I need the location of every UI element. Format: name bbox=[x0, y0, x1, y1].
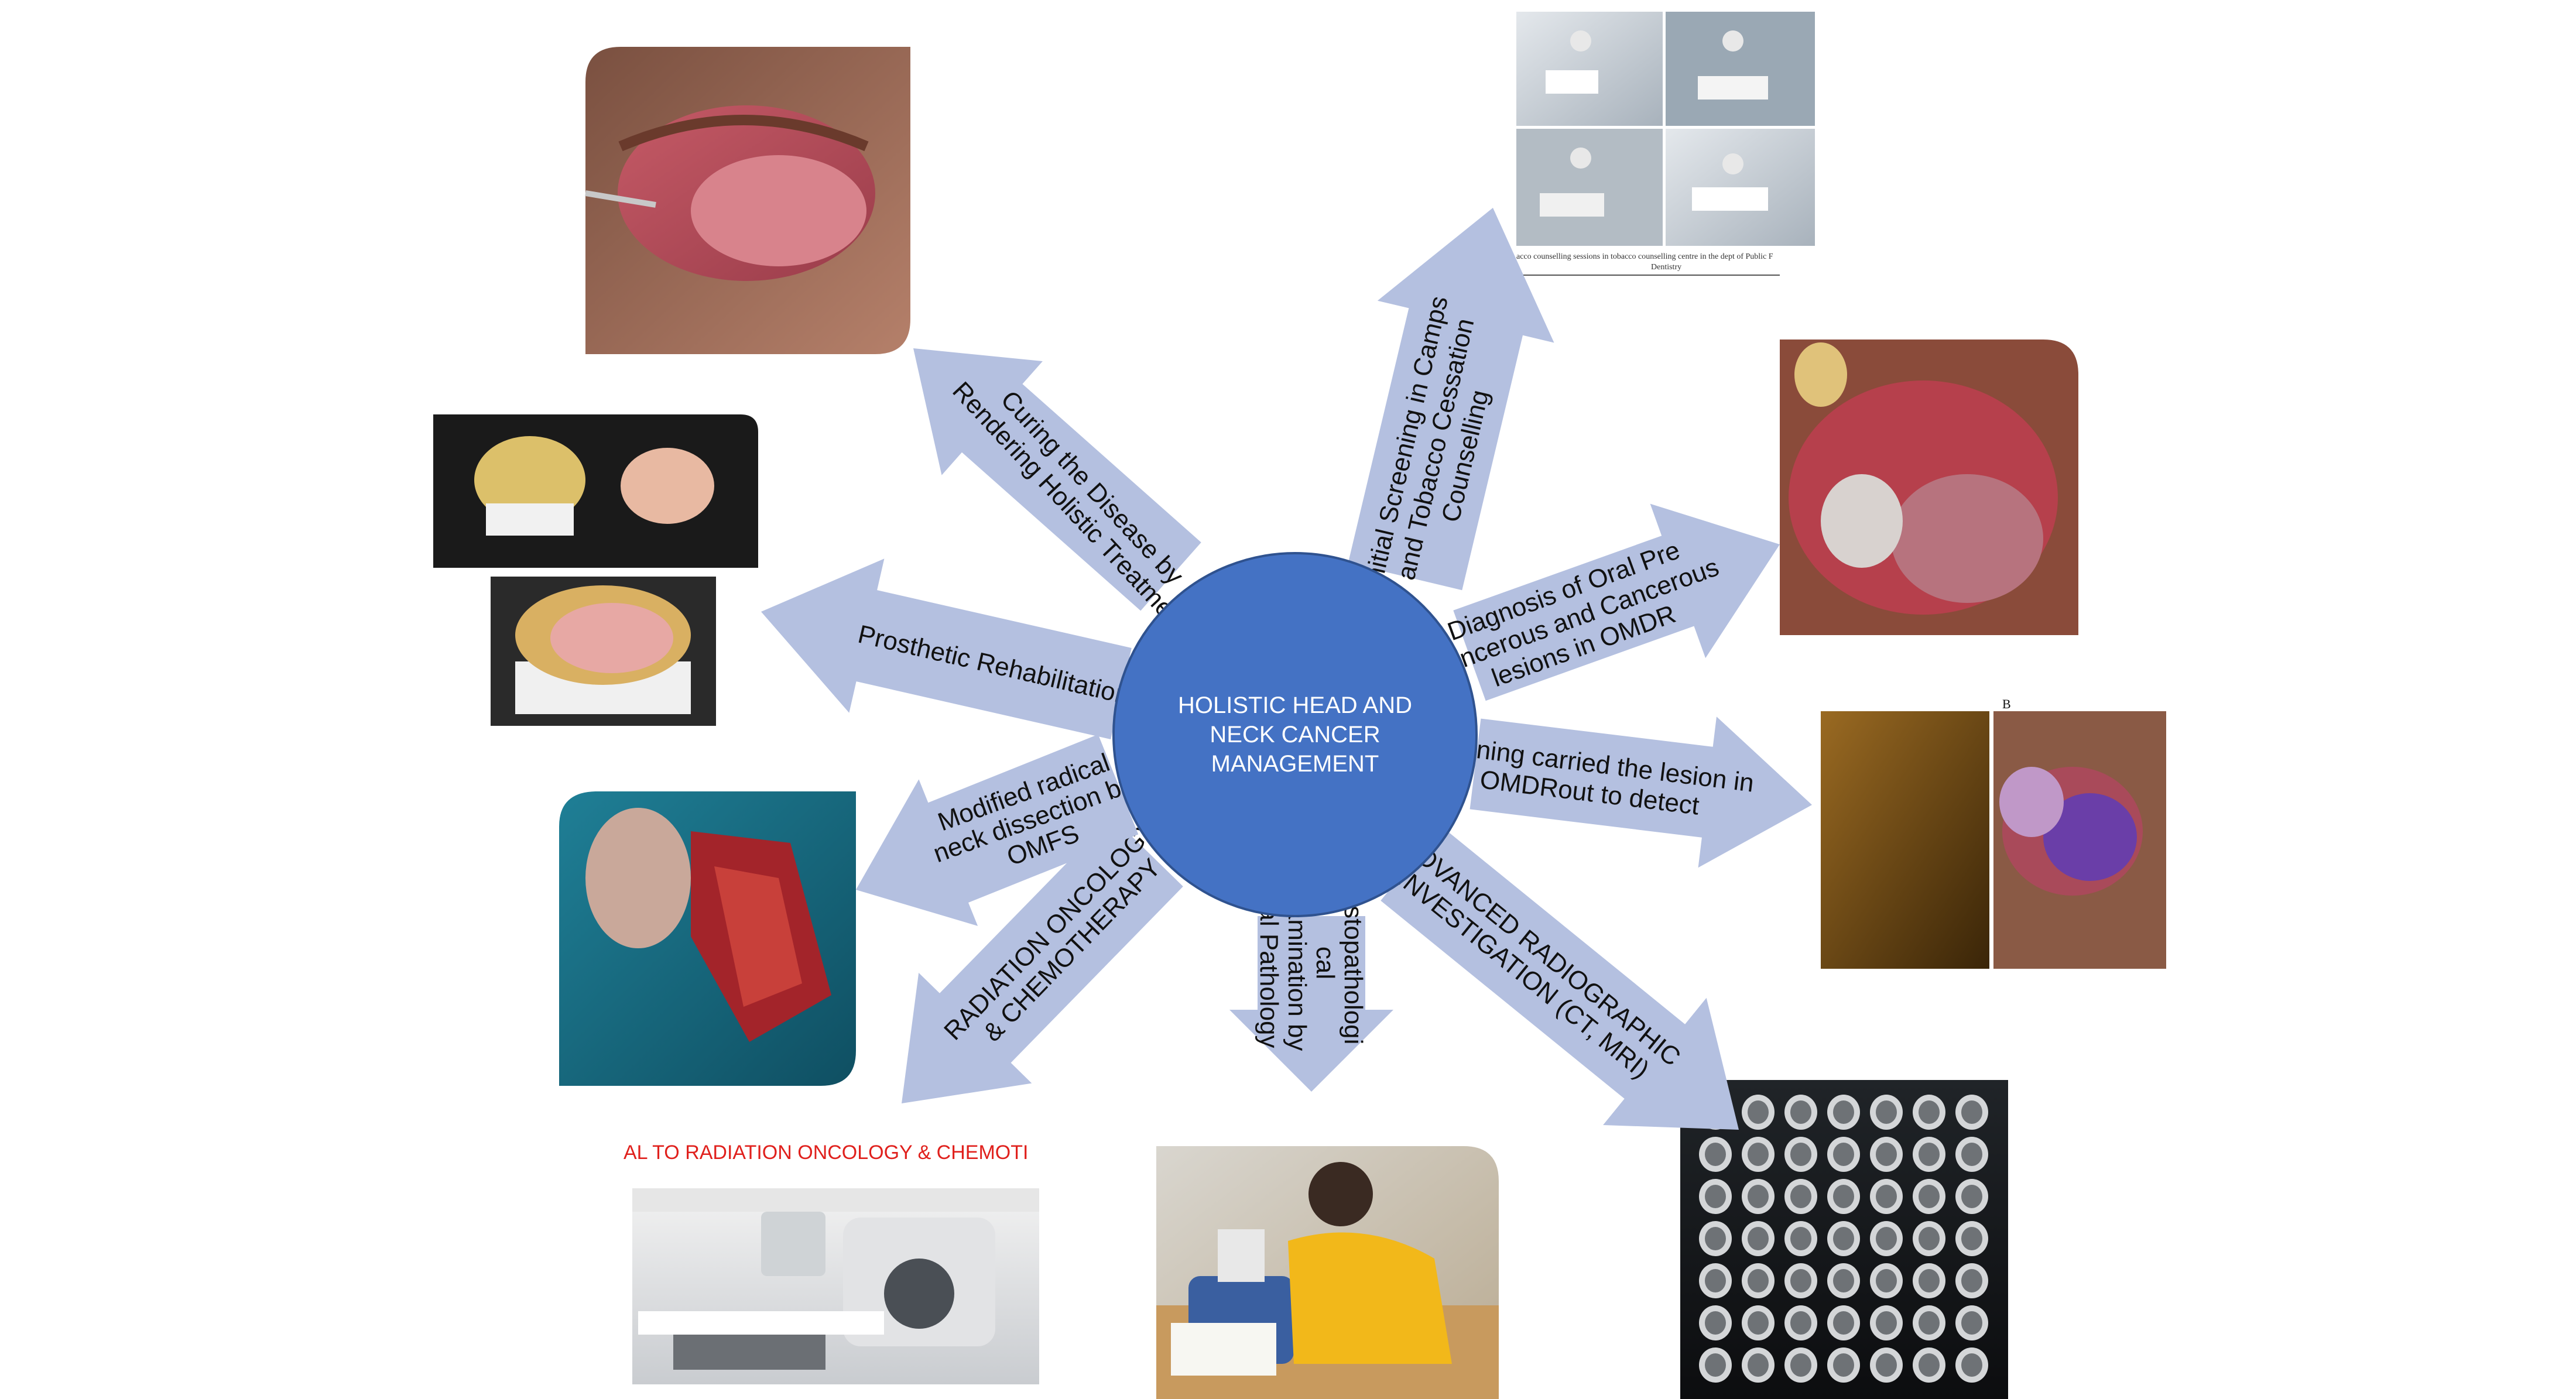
photo-neck-dissection bbox=[559, 791, 856, 1086]
arrow-staining bbox=[1469, 716, 1812, 868]
ct-slice-core bbox=[1876, 1311, 1897, 1335]
arrow-diagnosis bbox=[1453, 503, 1780, 701]
ct-slice-core bbox=[1790, 1227, 1811, 1250]
ct-slice-core bbox=[1790, 1185, 1811, 1208]
ct-slice-core bbox=[1833, 1311, 1854, 1335]
arrow-radiation bbox=[902, 817, 1183, 1103]
ct-slice-core bbox=[1919, 1227, 1940, 1250]
ct-slice-core bbox=[1919, 1269, 1940, 1292]
ct-slice-core bbox=[1919, 1353, 1940, 1377]
ct-slice-core bbox=[1961, 1143, 1982, 1166]
ct-slice-core bbox=[1919, 1185, 1940, 1208]
ct-slice-core bbox=[1833, 1353, 1854, 1377]
ct-slice-core bbox=[1876, 1227, 1897, 1250]
center-title-line-2: NECK CANCER bbox=[1210, 722, 1380, 747]
ct-slice-core bbox=[1919, 1100, 1940, 1124]
ct-slice-core bbox=[1748, 1100, 1769, 1124]
ct-slice-core bbox=[1833, 1185, 1854, 1208]
ct-slice-core bbox=[1961, 1311, 1982, 1335]
photo-staining: B bbox=[1821, 697, 2166, 969]
ct-slice-core bbox=[1748, 1311, 1769, 1335]
arrow-radiographic bbox=[1381, 826, 1739, 1130]
arrow-label-radiographic: ADVANCED RADIOGRAPHICINVESTIGATION (CT, … bbox=[1379, 831, 1686, 1094]
arrow-prosthetic bbox=[761, 558, 1132, 739]
arrow-label-curing: Curing the Disease byRendering Holistic … bbox=[947, 356, 1215, 639]
center-title-line-3: MANAGEMENT bbox=[1211, 751, 1379, 777]
ct-slice-core bbox=[1876, 1185, 1897, 1208]
center-hub: HOLISTIC HEAD AND NECK CANCER MANAGEMENT bbox=[1112, 552, 1478, 917]
ct-slice-core bbox=[1705, 1227, 1726, 1250]
arrow-screening bbox=[1348, 208, 1554, 591]
arrow-label-line: cal bbox=[1311, 947, 1340, 979]
ct-slice-core bbox=[1790, 1311, 1811, 1335]
photo-ct-mri-film bbox=[1680, 1080, 2008, 1399]
arrow-histopath bbox=[1229, 916, 1393, 1092]
ct-slice-core bbox=[1705, 1269, 1726, 1292]
ct-slice-core bbox=[1790, 1269, 1811, 1292]
ct-slice-core bbox=[1876, 1353, 1897, 1377]
counselling-caption-line-1: acco counselling sessions in tobacco cou… bbox=[1516, 252, 1773, 261]
photo-tobacco-counselling: acco counselling sessions in tobacco cou… bbox=[1516, 12, 1815, 276]
ct-slice-core bbox=[1705, 1311, 1726, 1335]
arrow-curing bbox=[913, 348, 1201, 611]
ct-slice-core bbox=[1961, 1100, 1982, 1124]
photo-oral-lesion bbox=[1780, 340, 2078, 635]
counselling-caption-line-2: Dentistry bbox=[1651, 263, 1681, 272]
photo-radiotherapy-unit: AL TO RADIATION ONCOLOGY & CHEMOTI bbox=[624, 1141, 1039, 1384]
ct-slice-core bbox=[1833, 1100, 1854, 1124]
radiation-photo-header: AL TO RADIATION ONCOLOGY & CHEMOTI bbox=[624, 1141, 1028, 1164]
ct-slice-core bbox=[1748, 1227, 1769, 1250]
ct-slice-core bbox=[1919, 1143, 1940, 1166]
center-hub-circle bbox=[1112, 552, 1478, 917]
ct-slice-core bbox=[1748, 1269, 1769, 1292]
ct-slice-core bbox=[1876, 1269, 1897, 1292]
photo-histopathology-microscope bbox=[1156, 1146, 1499, 1399]
ct-slice-core bbox=[1748, 1143, 1769, 1166]
photo-oral-cavity bbox=[585, 47, 910, 354]
ct-slice-core bbox=[1705, 1353, 1726, 1377]
photo-dental-prostheses bbox=[433, 414, 758, 726]
ct-slice-core bbox=[1833, 1269, 1854, 1292]
staining-panel-letter: B bbox=[2002, 697, 2011, 711]
ct-slice-core bbox=[1790, 1353, 1811, 1377]
ct-slice-core bbox=[1705, 1185, 1726, 1208]
ct-slice-core bbox=[1790, 1100, 1811, 1124]
ct-slice-core bbox=[1919, 1311, 1940, 1335]
center-title-line-1: HOLISTIC HEAD AND bbox=[1178, 692, 1412, 718]
ct-slice-core bbox=[1961, 1185, 1982, 1208]
ct-slice-core bbox=[1833, 1227, 1854, 1250]
ct-slice-core bbox=[1705, 1143, 1726, 1166]
ct-slice-core bbox=[1833, 1143, 1854, 1166]
ct-slice-core bbox=[1961, 1269, 1982, 1292]
ct-slice-core bbox=[1961, 1227, 1982, 1250]
ct-slice-core bbox=[1790, 1143, 1811, 1166]
arrow-neck-dissection bbox=[856, 734, 1139, 926]
arrow-label-line: ADVANCED RADIOGRAPHIC bbox=[1398, 831, 1686, 1071]
ct-slice-core bbox=[1961, 1353, 1982, 1377]
ct-slice-core bbox=[1876, 1143, 1897, 1166]
ct-slice-core bbox=[1876, 1100, 1897, 1124]
ct-slice-core bbox=[1748, 1353, 1769, 1377]
ct-slice-core bbox=[1748, 1185, 1769, 1208]
